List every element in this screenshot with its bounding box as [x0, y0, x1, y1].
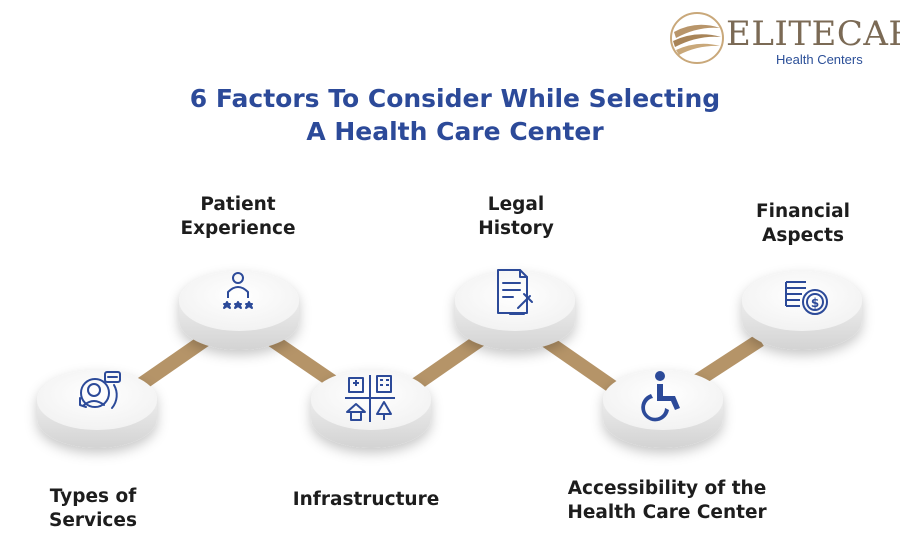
label-line-2: Experience — [180, 218, 296, 239]
patient-rating-icon — [223, 272, 253, 309]
label-line-1: Financial — [756, 201, 850, 222]
label-line-2: History — [478, 218, 554, 239]
title-line-1: 6 Factors To Consider While Selecting — [189, 84, 721, 113]
label-infrastructure: Infrastructure — [293, 488, 440, 512]
support-agent-icon — [79, 371, 121, 409]
label-line-1: Legal — [487, 194, 545, 215]
label-patient-experience: Patient Experience — [180, 193, 295, 241]
brand-name-part1: Elite — [726, 14, 837, 54]
disc-financial-aspects — [742, 271, 862, 350]
disc-accessibility — [603, 370, 723, 448]
disc-types-of-services — [37, 370, 157, 448]
brand-logo: EliteCare Health Centers — [668, 8, 900, 70]
brand-name-part2: Care — [836, 14, 900, 54]
brand-subtitle: Health Centers — [776, 52, 863, 67]
label-line-1: Types of — [49, 486, 137, 507]
connector-4 — [541, 334, 624, 398]
label-accessibility: Accessibility of the Health Care Center — [567, 477, 766, 525]
legal-document-icon — [497, 269, 533, 315]
disc-legal-history — [455, 271, 575, 350]
label-line-2: Health Care Center — [567, 502, 767, 523]
disc-infrastructure — [311, 370, 431, 448]
page-title: 6 Factors To Consider While Selecting A … — [0, 82, 900, 148]
swoosh-logo-icon — [670, 12, 724, 64]
wheelchair-icon — [641, 371, 680, 422]
label-types-of-services: Types of Services — [49, 485, 137, 533]
svg-text:$: $ — [811, 296, 819, 310]
label-line-1: Infrastructure — [292, 489, 440, 510]
brand-name: EliteCare — [726, 15, 900, 53]
buildings-icon — [345, 375, 395, 422]
label-legal-history: Legal History — [478, 193, 554, 241]
label-line-1: Patient — [200, 194, 276, 215]
label-financial-aspects: Financial Aspects — [756, 200, 850, 248]
title-line-2: A Health Care Center — [306, 117, 604, 146]
disc-patient-experience — [179, 271, 299, 350]
label-line-2: Services — [49, 510, 137, 531]
coins-dollar-icon: $ — [785, 281, 828, 315]
label-line-2: Aspects — [762, 225, 844, 246]
label-line-1: Accessibility of the — [567, 478, 767, 499]
